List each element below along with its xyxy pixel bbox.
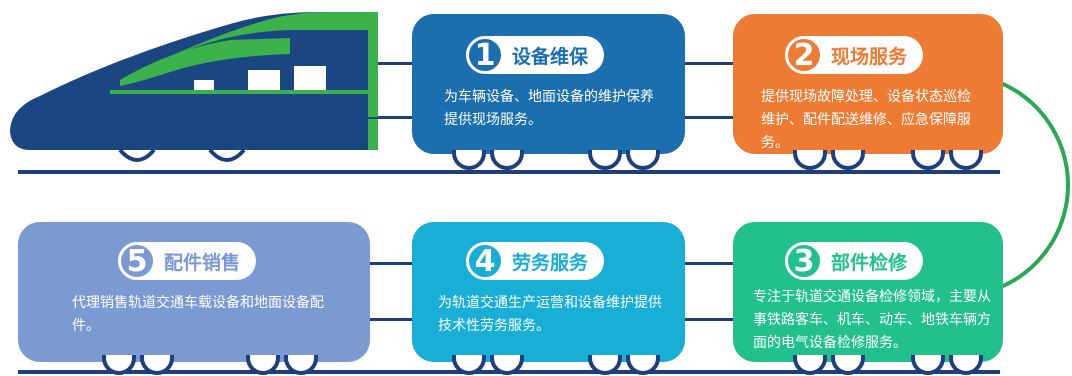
step-description: 专注于轨道交通设备检修领域，主要从事铁路客车、机车、动车、地铁车辆方面的电气设备… [753, 289, 991, 351]
step-title-pill: 1 设备维保 [466, 36, 605, 74]
coupler [685, 116, 735, 119]
wheel-set [733, 355, 1003, 375]
car-step-4: 4 劳务服务 为轨道交通生产运营和设备维护提供技术性劳务服务。 [412, 222, 685, 362]
step-title-pill: 3 部件检修 [785, 242, 924, 280]
step-number: 4 [466, 242, 504, 280]
step-description: 提供现场故障处理、设备状态巡检维护、配件配送维修、应急保障服务。 [761, 89, 971, 151]
step-title: 配件销售 [164, 251, 241, 274]
step-title: 部件检修 [831, 251, 908, 274]
coupler [375, 62, 415, 65]
step-title-pill: 4 劳务服务 [466, 242, 605, 280]
step-title: 劳务服务 [512, 251, 589, 274]
locomotive-icon [10, 12, 378, 162]
step-description: 代理销售轨道交通车载设备和地面设备配件。 [72, 295, 324, 334]
step-title: 设备维保 [512, 45, 589, 68]
coupler [685, 62, 735, 65]
step-title: 现场服务 [831, 45, 908, 68]
wheel-set [412, 150, 685, 172]
wheel-set [412, 355, 685, 375]
step-title-pill: 2 现场服务 [785, 36, 924, 74]
car-step-5: 5 配件销售 代理销售轨道交通车载设备和地面设备配件。 [18, 222, 370, 362]
coupler [685, 318, 735, 321]
car-step-3: 3 部件检修 专注于轨道交通设备检修领域，主要从事铁路客车、机车、动车、地铁车辆… [733, 222, 1003, 362]
car-step-1: 1 设备维保 为车辆设备、地面设备的维护保养提供现场服务。 [412, 14, 685, 154]
coupler [375, 116, 415, 119]
rail-top [18, 170, 1000, 174]
step-number: 3 [785, 242, 823, 280]
step-number: 2 [785, 36, 823, 74]
step-title-pill: 5 配件销售 [118, 242, 257, 280]
step-number: 1 [466, 36, 504, 74]
step-description: 为轨道交通生产运营和设备维护提供技术性劳务服务。 [438, 295, 662, 334]
step-number: 5 [118, 242, 156, 280]
step-description: 为车辆设备、地面设备的维护保养提供现场服务。 [444, 89, 654, 128]
car-step-2: 2 现场服务 提供现场故障处理、设备状态巡检维护、配件配送维修、应急保障服务。 [733, 14, 1003, 154]
wheel-set [733, 150, 1003, 172]
coupler [370, 262, 415, 265]
coupler [685, 262, 735, 265]
coupler [370, 318, 415, 321]
wheel-set [18, 355, 370, 375]
